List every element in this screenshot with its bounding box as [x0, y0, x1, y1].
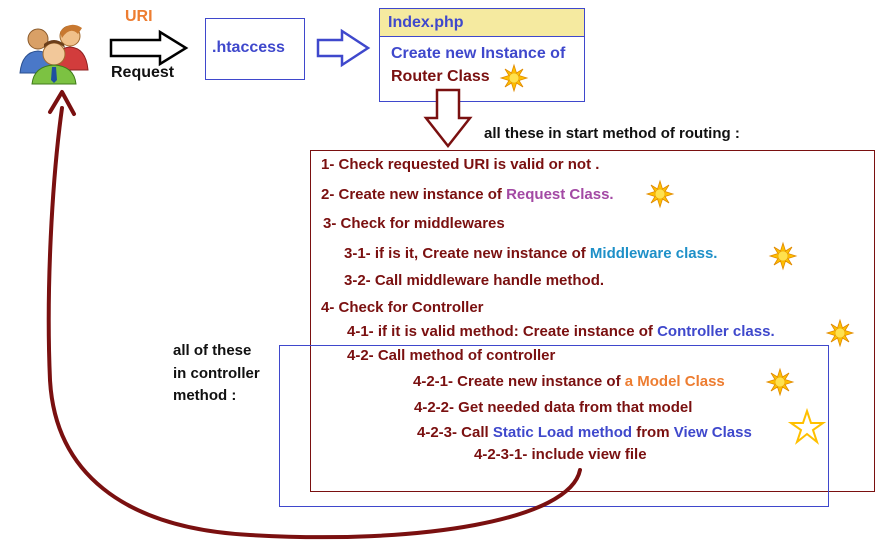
middleware-class-label: Middleware class.	[589, 245, 718, 262]
step-4-2-2: 4-2-2- Get needed data from that model	[414, 399, 693, 416]
users-icon	[19, 24, 89, 85]
start-method-note: all these in start method of routing :	[484, 125, 740, 142]
model-class-label: a Model Class	[624, 373, 725, 390]
uri-label: URI	[125, 8, 153, 25]
step-4-1: 4-1- if it is valid method: Create insta…	[347, 323, 775, 340]
controller-note-line3: method :	[173, 387, 237, 404]
step-1: 1- Check requested URI is valid or not .	[321, 156, 600, 173]
static-load-method-label: Static Load method	[492, 424, 633, 441]
request-label: Request	[111, 64, 175, 81]
controller-class-label: Controller class.	[657, 323, 775, 340]
step-4-1-text: 4-1- if it is valid method: Create insta…	[347, 323, 658, 340]
step-4-2-3-1: 4-2-3-1- include view file	[474, 446, 647, 463]
htaccess-box: .htaccess	[205, 18, 305, 80]
step-3: 3- Check for middlewares	[323, 215, 505, 232]
step-4-2-1: 4-2-1- Create new instance of a Model Cl…	[413, 373, 725, 390]
view-class-label: View Class	[673, 424, 752, 441]
step-2: 2- Create new instance of Request Class.	[321, 186, 614, 203]
step-4-2: 4-2- Call method of controller	[347, 347, 556, 364]
step-3-1-text: 3-1- if is it, Create new instance of	[344, 245, 590, 262]
request-class-label: Request Class.	[506, 186, 614, 203]
step-3-1: 3-1- if is it, Create new instance of Mi…	[344, 245, 717, 262]
step-4-2-3-from: from	[632, 424, 674, 441]
controller-note-line1: all of these	[173, 342, 252, 359]
index-line1: Create new Instance of	[391, 45, 566, 62]
step-2-text: 2- Create new instance of	[321, 186, 507, 203]
htaccess-label: .htaccess	[212, 39, 285, 56]
step-4: 4- Check for Controller	[321, 299, 484, 316]
step-3-2: 3-2- Call middleware handle method.	[344, 272, 605, 289]
index-php-title: Index.php	[388, 14, 464, 31]
step-4-2-3: 4-2-3- Call Static Load method from View…	[417, 424, 752, 441]
index-line2: Router Class	[391, 68, 490, 85]
step-4-2-1-text: 4-2-1- Create new instance of	[413, 373, 625, 390]
index-php-header: Index.php	[380, 9, 584, 37]
index-php-box: Index.php Create new Instance of Router …	[379, 8, 585, 102]
step-4-2-3-text: 4-2-3- Call	[417, 424, 493, 441]
controller-note-line2: in controller	[173, 365, 260, 382]
